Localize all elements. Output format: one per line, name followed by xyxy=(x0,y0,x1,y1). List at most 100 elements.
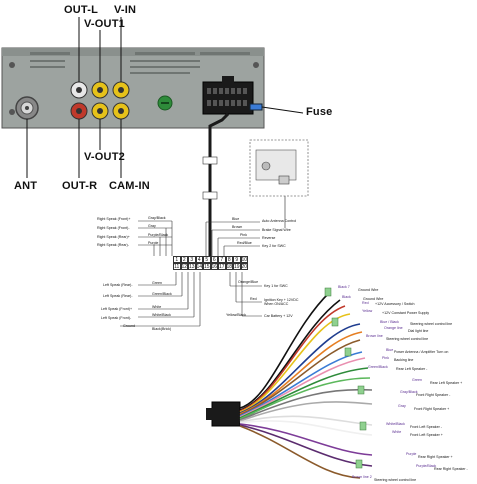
cable-tag-20pin-a xyxy=(202,156,218,165)
harness-tag: Brown line xyxy=(366,334,383,338)
harness-tag: Orange line xyxy=(384,326,403,330)
wire-label-name: Right Speak (Rear)- xyxy=(97,243,129,247)
pin-cell: 1 xyxy=(173,256,181,263)
wiring-schematic-left xyxy=(120,220,201,327)
wire-label-color: Black(Brick) xyxy=(152,327,172,331)
harness-tag: Yellow xyxy=(362,309,373,313)
wire-label-name: Brake Signal Wire xyxy=(262,228,291,232)
rca-v-out2-jack xyxy=(91,102,109,120)
wire-label-color: Yellow/Black xyxy=(226,313,247,317)
rca-cam-in-jack xyxy=(112,102,130,120)
wire-label-name: Car Battery + 12V xyxy=(264,314,293,318)
label-pointer-lines xyxy=(26,17,304,178)
pin-cell: 13 xyxy=(188,263,196,270)
pin-cell: 15 xyxy=(203,263,211,270)
wire-label-name: Left Speak (Front)+ xyxy=(101,307,133,311)
harness-tag: Green/Black xyxy=(368,365,388,369)
harness-cable xyxy=(208,112,230,258)
harness-tag: Green xyxy=(412,378,422,382)
antenna-port xyxy=(15,96,39,120)
label-v-out1: V-OUT1 xyxy=(84,18,125,30)
wire-label-name: Ignition Key + 12VDC When ON/ACC xyxy=(264,298,299,306)
fuse-icon xyxy=(249,103,263,111)
wire-label-color: Red xyxy=(250,297,257,301)
label-fuse: Fuse xyxy=(306,106,333,118)
label-cam-in: CAM-IN xyxy=(109,180,150,192)
wire-label-color: White/Black xyxy=(152,313,171,317)
harness-tag: Blue / Black xyxy=(380,320,399,324)
wire-label-color: Brown xyxy=(232,225,243,229)
wiring-schematic-right xyxy=(205,221,262,317)
harness-label: Steering wheel control line xyxy=(410,322,453,326)
pin-cell: 17 xyxy=(218,263,226,270)
wire-label-color: Blue xyxy=(232,217,240,221)
label-out-l: OUT-L xyxy=(64,4,98,16)
harness-tag: Brown line 2 xyxy=(352,475,372,479)
pin-cell: 9 xyxy=(233,256,241,263)
wire-label-color: Green xyxy=(152,281,162,285)
harness-label: Dial light line xyxy=(408,329,429,333)
pin-cell: 14 xyxy=(195,263,203,270)
wire-label-color: Red/Blue xyxy=(237,241,252,245)
wire-label-name: Key 2 for SWC xyxy=(262,244,286,248)
harness-tag: White/Black xyxy=(386,422,405,426)
wire-label-color: Pink xyxy=(240,233,247,237)
wire-label-name: Left Speak (Front)- xyxy=(101,316,132,320)
harness-label: Power Antenna / Amplifier Turn on xyxy=(394,350,449,354)
wire-label-color: Purple xyxy=(148,241,159,245)
pin-cell: 11 xyxy=(173,263,181,270)
label-v-out2: V-OUT2 xyxy=(84,151,125,163)
harness-pin-table: 1 2 3 4 5 6 7 8 9 10 11 12 13 14 15 16 1… xyxy=(173,256,249,272)
harness-label: +12V Accessory / Switch xyxy=(375,302,415,306)
harness-tag: Purple/Black xyxy=(416,464,437,468)
wire-label-color: Purple/Black xyxy=(148,233,169,237)
harness-tag: Black 7 xyxy=(338,285,350,289)
wire-label-color: Gray/Black xyxy=(148,216,166,220)
harness-photo xyxy=(206,287,373,479)
harness-label: Front Right Speaker - xyxy=(416,393,451,397)
label-ant: ANT xyxy=(14,180,38,192)
pin-cell: 3 xyxy=(188,256,196,263)
harness-tag: Gray xyxy=(398,404,406,408)
pin-cell: 7 xyxy=(218,256,226,263)
rca-v-in-jack xyxy=(112,81,130,99)
wire-label-name: Reverse xyxy=(262,236,276,240)
pin-cell: 12 xyxy=(180,263,188,270)
steering-control-module xyxy=(249,139,309,228)
rca-out-r-jack xyxy=(70,102,88,120)
wire-label-color: Green/Black xyxy=(152,292,172,296)
wire-label-color: White xyxy=(152,305,162,309)
pin-cell: 6 xyxy=(210,256,218,263)
pin-cell: 8 xyxy=(225,256,233,263)
harness-tag: Red xyxy=(362,301,369,305)
harness-tag: Blue xyxy=(386,348,394,352)
wire-label-name: Left Speak (Rear)- xyxy=(103,283,133,287)
harness-label: Front Right Speaker + xyxy=(414,407,450,411)
wire-label-name: Key 1 for SWC xyxy=(264,284,288,288)
wire-label-color: Gray xyxy=(148,224,156,228)
rca-v-out1-jack xyxy=(91,81,109,99)
harness-label: Rear Left Speaker + xyxy=(430,381,463,385)
harness-label: Backing line xyxy=(394,358,414,362)
harness-tag: Pink xyxy=(382,356,389,360)
harness-tag: Purple xyxy=(406,452,417,456)
harness-label: Steering wheel control line xyxy=(386,337,429,341)
pin-cell: 10 xyxy=(240,256,248,263)
wire-label-name: Auto Antenna Control xyxy=(262,219,297,223)
main-harness-socket xyxy=(202,76,254,115)
harness-label: Rear Right Speaker - xyxy=(434,467,468,471)
harness-label: Steering wheel control line xyxy=(374,478,417,482)
harness-label: Rear Right Speaker + xyxy=(418,455,453,459)
wire-label-color: Orange/Blue xyxy=(238,280,259,284)
harness-label: Front Left Speaker - xyxy=(410,425,442,429)
wire-label-name: Right Speak (Front)+ xyxy=(97,217,131,221)
harness-tag: Black xyxy=(342,295,351,299)
cable-tag-20pin-b xyxy=(202,191,218,200)
pin-cell: 16 xyxy=(210,263,218,270)
wire-label-name: Right Speak (Rear)+ xyxy=(97,235,130,239)
ground-screw-icon xyxy=(157,95,173,111)
harness-label: Front Left Speaker + xyxy=(410,433,443,437)
pin-cell: 4 xyxy=(195,256,203,263)
wire-label-name: Right Speak (Front)- xyxy=(97,226,130,230)
